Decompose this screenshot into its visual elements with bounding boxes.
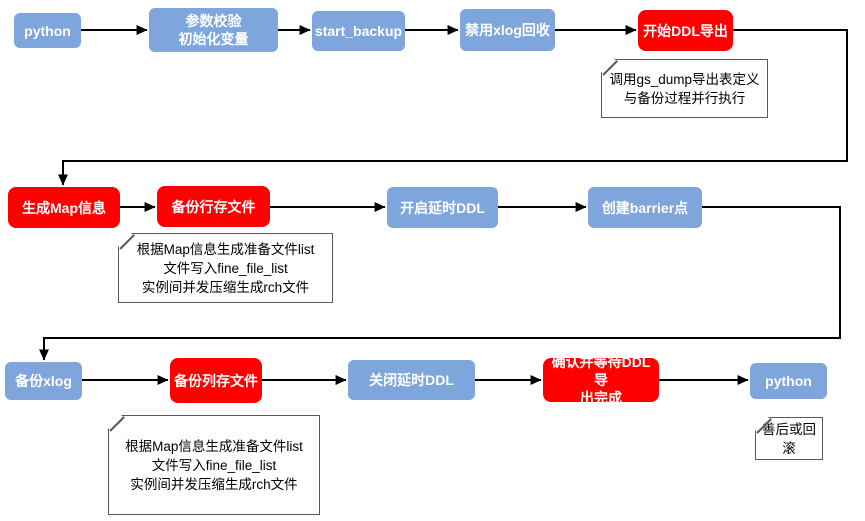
node-label: 关闭延时DDL: [369, 372, 454, 388]
node-disable-delayed-ddl: 关闭延时DDL: [348, 360, 475, 400]
node-enable-delayed-ddl: 开启延时DDL: [387, 187, 498, 228]
edge-start-ddl-to-gen-map-wrap: [58, 29, 848, 186]
node-label: 备份xlog: [15, 373, 72, 389]
node-label: 开始DDL导出: [643, 22, 728, 39]
note-text: 根据Map信息生成准备文件list 文件写入fine_file_list 实例间…: [125, 438, 303, 492]
node-label: 参数校验 初始化变量: [178, 13, 249, 47]
node-python-end: python: [750, 363, 827, 399]
note-text: 根据Map信息生成准备文件list 文件写入fine_file_list 实例间…: [136, 241, 315, 295]
node-label: 确认并等待DDL导 出完成: [551, 354, 651, 406]
note-text: 善后或回 滚: [762, 421, 816, 456]
node-param-check-init-vars: 参数校验 初始化变量: [149, 8, 278, 52]
node-disable-xlog-recycle: 禁用xlog回收: [460, 9, 555, 51]
note-cleanup-or-rollback: 善后或回 滚: [755, 417, 823, 460]
node-label: 生成Map信息: [22, 199, 106, 216]
edge-barrier-to-backup-xlog-wrap: [39, 206, 841, 361]
node-backup-xlog: 备份xlog: [5, 362, 82, 400]
node-label: 备份列存文件: [174, 372, 258, 389]
note-gs-dump-annotation: 调用gs_dump导出表定义 与备份过程并行执行: [601, 59, 768, 118]
node-start-ddl-export: 开始DDL导出: [638, 10, 733, 51]
node-label: 开启延时DDL: [400, 199, 485, 216]
node-label: python: [765, 373, 812, 389]
node-label: 备份行存文件: [171, 198, 256, 215]
node-label: 创建barrier点: [601, 199, 689, 216]
node-start-backup: start_backup: [312, 11, 405, 51]
node-generate-map-info: 生成Map信息: [8, 187, 120, 228]
node-backup-column-store-files: 备份列存文件: [170, 358, 262, 403]
node-label: 禁用xlog回收: [465, 22, 550, 38]
node-confirm-wait-ddl-export: 确认并等待DDL导 出完成: [543, 354, 659, 406]
node-label: python: [24, 22, 71, 39]
node-backup-row-store-files: 备份行存文件: [157, 186, 270, 227]
node-label: start_backup: [314, 23, 403, 39]
note-row-store-annotation: 根据Map信息生成准备文件list 文件写入fine_file_list 实例间…: [118, 233, 333, 303]
node-create-barrier-point: 创建barrier点: [588, 187, 702, 228]
note-column-store-annotation: 根据Map信息生成准备文件list 文件写入fine_file_list 实例间…: [108, 415, 320, 515]
note-text: 调用gs_dump导出表定义 与备份过程并行执行: [609, 71, 760, 106]
node-python-start: python: [14, 13, 81, 48]
